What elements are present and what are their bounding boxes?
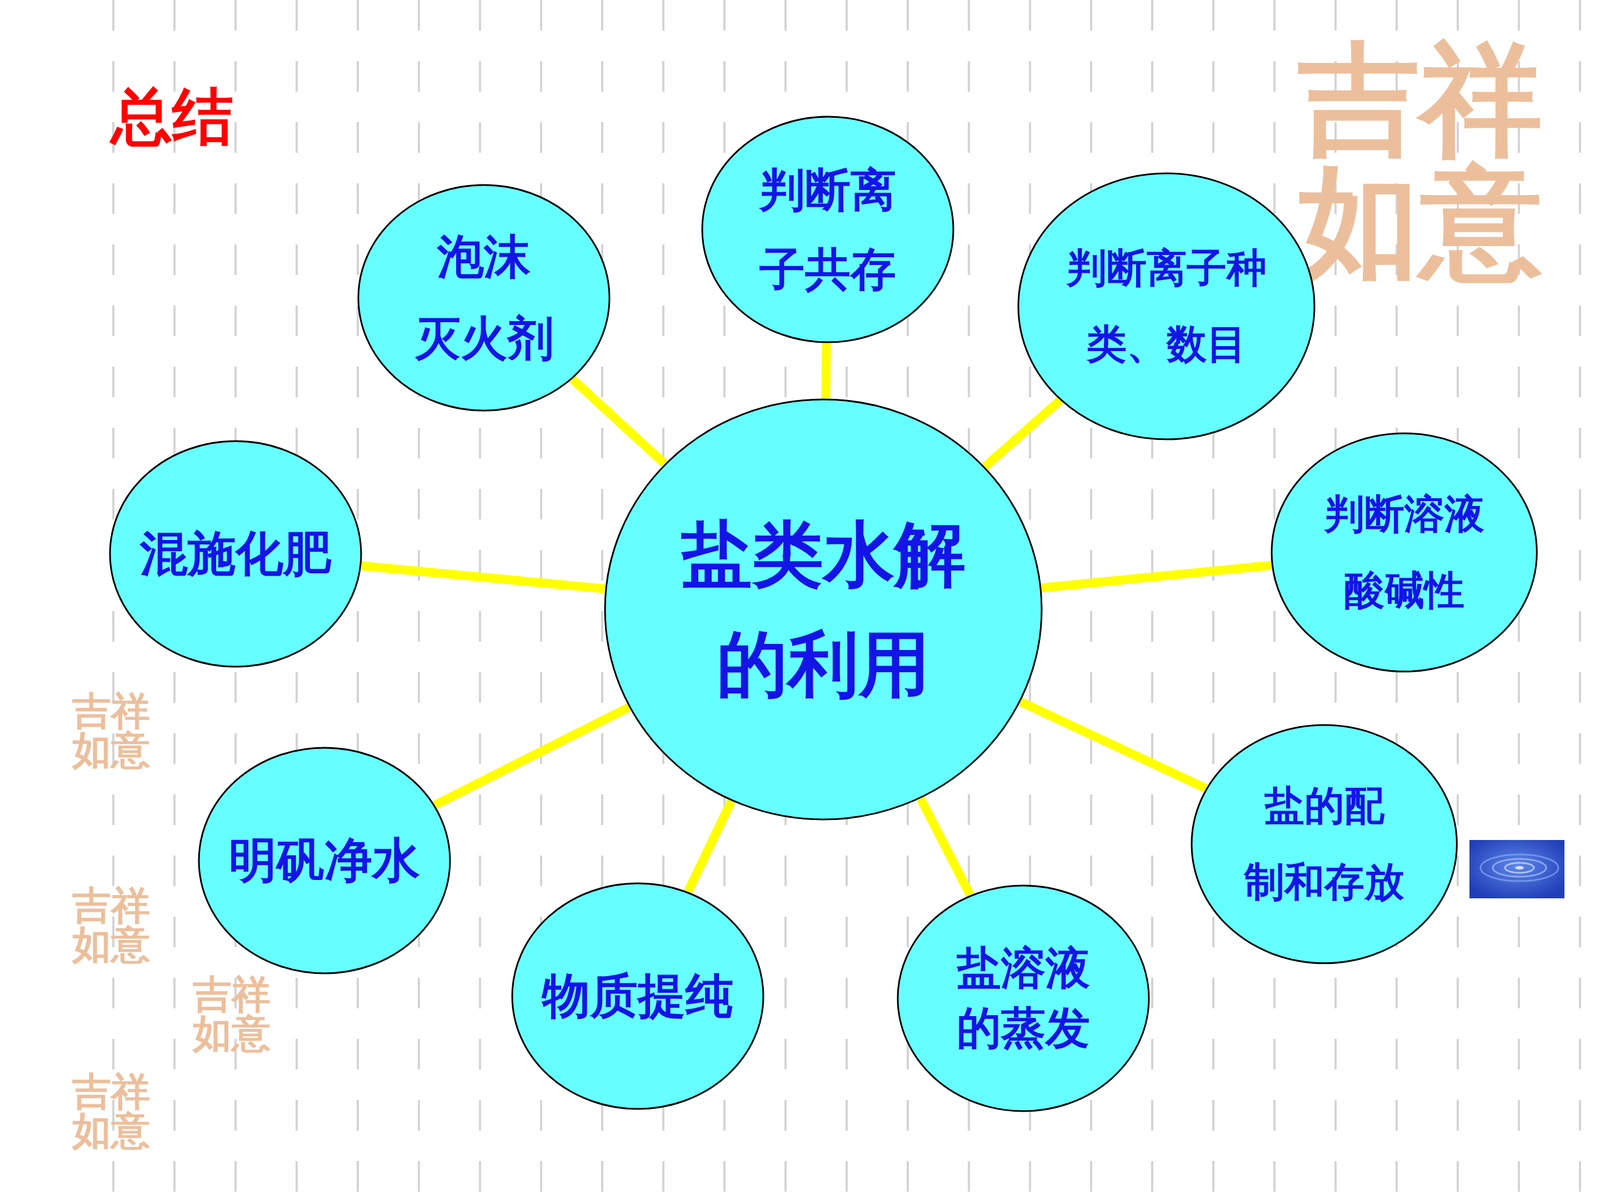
watermark-seal: 吉祥如意: [191, 975, 272, 1053]
connector-line: [435, 707, 629, 805]
circle-shape: [512, 883, 764, 1109]
watermark-seal: 吉祥如意: [71, 886, 152, 964]
node-label: 明矾净水: [219, 829, 430, 892]
node-label: 泡沫 灭火剂: [409, 216, 559, 380]
connector-line: [825, 343, 827, 399]
circle-shape: [198, 747, 450, 974]
circle-shape: [605, 399, 1042, 820]
circle-outline: [603, 398, 1043, 821]
node-label: 判断离子种 类、数目: [1062, 230, 1271, 383]
circle-outline: [896, 884, 1150, 1113]
topic-circle: 物质提纯: [511, 882, 765, 1110]
watermark-seal: 吉祥如意: [1294, 38, 1545, 284]
topic-circle: 泡沫 灭火剂: [357, 183, 611, 412]
circle-outline: [357, 183, 611, 412]
circle-shape: [110, 441, 362, 667]
topic-circle: 判断溶液 酸碱性: [1270, 432, 1538, 673]
circle-shape: [702, 116, 954, 343]
circle-shape: [358, 185, 610, 411]
topic-circle: 盐溶液 的蒸发: [896, 884, 1150, 1113]
node-label: 判断离 子共存: [755, 150, 901, 310]
circle-outline: [1270, 432, 1538, 673]
circle-shape: [1191, 725, 1457, 964]
central-circle: 盐类水解 的利用: [603, 398, 1043, 821]
circle-outline: [701, 115, 955, 344]
watermark-seal: 吉祥如意: [71, 691, 152, 770]
connector-line: [1020, 701, 1206, 789]
circle-shape: [1018, 173, 1315, 440]
connector-line: [687, 801, 732, 892]
node-label: 盐溶液 的蒸发: [952, 938, 1095, 1059]
node-label: 判断溶液 酸碱性: [1320, 476, 1489, 629]
node-label: 盐的配 制和存放: [1242, 767, 1407, 920]
slide-title: 总结: [111, 83, 234, 151]
ripple-icon: [1469, 840, 1565, 899]
topic-circle: 混施化肥: [108, 440, 363, 668]
circle-outline: [1190, 723, 1458, 965]
node-label: 物质提纯: [532, 965, 743, 1028]
circle-shape: [1271, 433, 1537, 672]
node-label: 混施化肥: [130, 522, 341, 585]
circle-shape: [897, 885, 1149, 1112]
connector-line: [572, 378, 665, 464]
connector-line: [920, 798, 970, 895]
connector-line: [985, 400, 1061, 467]
node-label: 盐类水解 的利用: [673, 499, 973, 720]
topic-circle: 判断离子种 类、数目: [1017, 172, 1316, 441]
connector-line: [1041, 565, 1272, 589]
connector-line: [361, 565, 605, 589]
watermark-seal: 吉祥如意: [71, 1072, 152, 1150]
topic-circle: 盐的配 制和存放: [1190, 723, 1458, 965]
circle-outline: [1017, 172, 1316, 441]
topic-circle: 判断离 子共存: [701, 115, 955, 344]
topic-circle: 明矾净水: [197, 746, 452, 975]
